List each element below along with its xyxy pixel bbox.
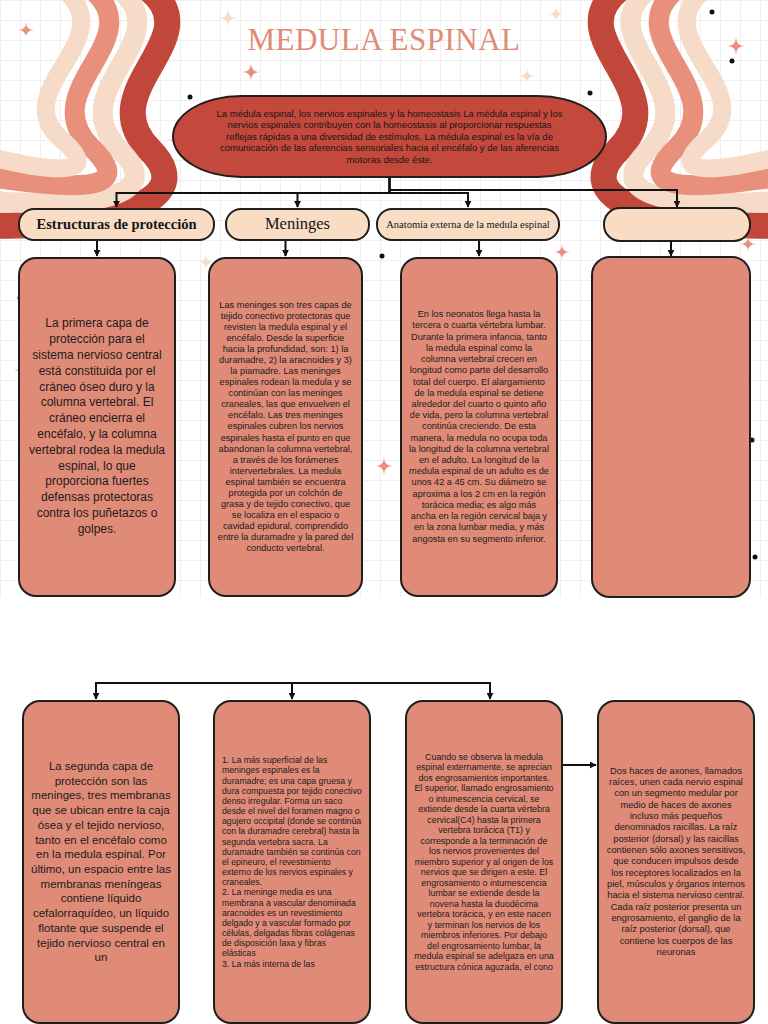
connector xyxy=(390,178,469,207)
sparkle xyxy=(554,244,570,260)
content-box: La segunda capa de protección son las me… xyxy=(22,700,180,1024)
content-box: La primera capa de protección para el si… xyxy=(18,257,176,597)
node-text: Meninges xyxy=(235,215,360,233)
lower-bracket xyxy=(96,683,490,699)
content-box: Las meninges son tres capas de tejido co… xyxy=(208,257,363,597)
node-text: La segunda capa de protección son las me… xyxy=(31,759,171,965)
sparkle xyxy=(519,68,535,84)
node-text: 3. La más interna de las xyxy=(222,959,362,969)
connector xyxy=(478,241,480,256)
node-text: La médula espinal, los nervios espinales… xyxy=(216,108,563,166)
content-box: En los neonatos llega hasta la tercera o… xyxy=(400,257,558,597)
sparkle xyxy=(219,9,237,27)
sparkle xyxy=(18,22,34,38)
node-text: La primera capa de protección para el si… xyxy=(27,316,167,538)
header-pill: Estructuras de protección xyxy=(18,208,215,241)
content-box: Cuando se observa la medula espinal exte… xyxy=(405,700,563,1024)
node-text: Dos haces de axones, llamados raíces, un… xyxy=(606,766,746,959)
header-pill: Meninges xyxy=(225,208,370,241)
header-pill: Anatomía externa de la medula espinal xyxy=(376,208,560,241)
page-title: MEDULA ESPINAL xyxy=(0,22,768,58)
node-text: Las meninges son tres capas de tejido co… xyxy=(217,300,354,554)
sparkle xyxy=(375,457,393,475)
wave-right xyxy=(601,0,768,226)
connector xyxy=(563,764,596,766)
connector xyxy=(117,178,390,207)
connector xyxy=(285,241,287,256)
node-text: 1. La más superficial de las meninges es… xyxy=(222,755,362,887)
connector xyxy=(298,178,390,207)
content-box: 1. La más superficial de las meninges es… xyxy=(213,700,371,1024)
node-text: En los neonatos llega hasta la tercera o… xyxy=(409,309,549,545)
node-text: 2. La meninge media es una membrana a va… xyxy=(222,887,362,958)
sparkle xyxy=(548,6,564,22)
sparkle xyxy=(727,37,745,55)
wave-left xyxy=(0,0,167,226)
sparkle xyxy=(242,63,260,81)
connector xyxy=(96,241,98,256)
empty-branch xyxy=(389,190,750,597)
node-text: Cuando se observa la medula espinal exte… xyxy=(414,752,554,973)
node-text: Anatomía externa de la medula espinal xyxy=(386,219,550,231)
node-text: Estructuras de protección xyxy=(28,217,205,233)
intro-oval: La médula espinal, los nervios espinales… xyxy=(172,95,607,178)
content-box: Dos haces de axones, llamados raíces, un… xyxy=(597,700,755,1024)
